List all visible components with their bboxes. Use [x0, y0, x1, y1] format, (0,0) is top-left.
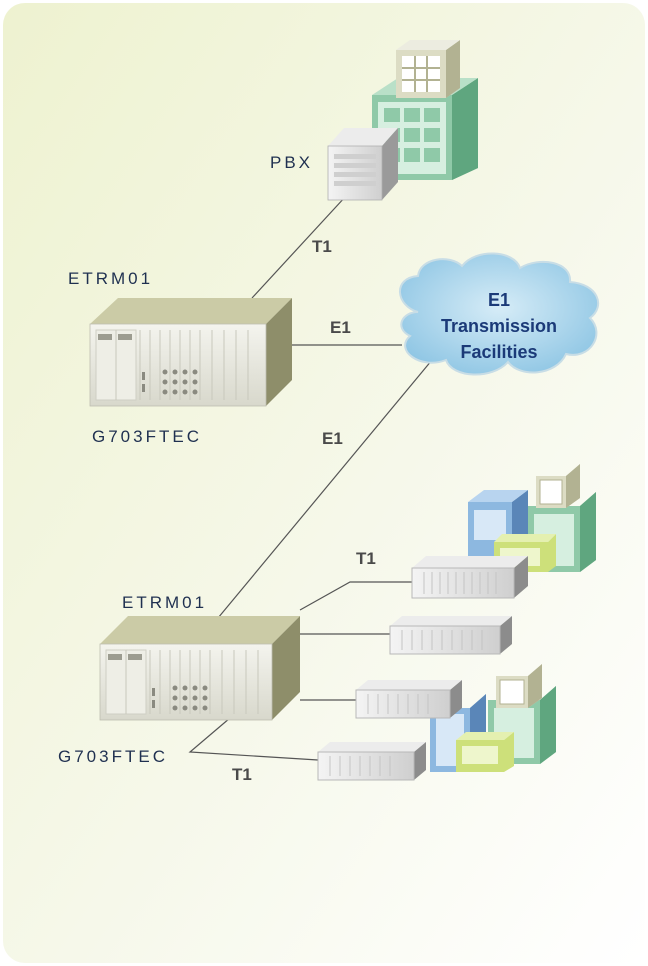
etrm01-chassis-top — [89, 298, 292, 407]
rack-device-3 — [355, 680, 462, 719]
g703ftec-bottom-label: G703FTEC — [58, 747, 168, 766]
etrm01-top-label: ETRM01 — [68, 269, 153, 288]
rack-device-2 — [389, 616, 512, 655]
rack-device-4 — [317, 742, 426, 781]
cloud-label-line3: Facilities — [460, 342, 537, 362]
pbx-icon — [327, 128, 398, 201]
pbx-t1-line — [251, 195, 347, 299]
connection-lines — [188, 195, 433, 761]
e1-cloud-link-label: E1 — [322, 429, 343, 448]
etrm01-bottom-label: ETRM01 — [122, 593, 207, 612]
branch-t1-line-1 — [299, 581, 412, 611]
cloud-label-line1: E1 — [488, 290, 510, 310]
cloud-label-line2: Transmission — [441, 316, 557, 336]
transmission-cloud — [399, 252, 600, 376]
t1-pbx-link-label: T1 — [312, 237, 332, 256]
branch-t1-line-4 — [188, 717, 319, 761]
rack-device-1 — [411, 556, 528, 599]
cloud-e1-line — [217, 359, 433, 619]
office-buildings-bottom-low — [430, 664, 556, 772]
etrm01-chassis-bottom — [99, 616, 300, 721]
e1-top-link-label: E1 — [330, 318, 351, 337]
pbx-label: PBX — [270, 153, 313, 172]
t1-branch-link-label: T1 — [356, 549, 376, 568]
g703ftec-top-label: G703FTEC — [92, 427, 202, 446]
t1-bottom-link-label: T1 — [232, 765, 252, 784]
